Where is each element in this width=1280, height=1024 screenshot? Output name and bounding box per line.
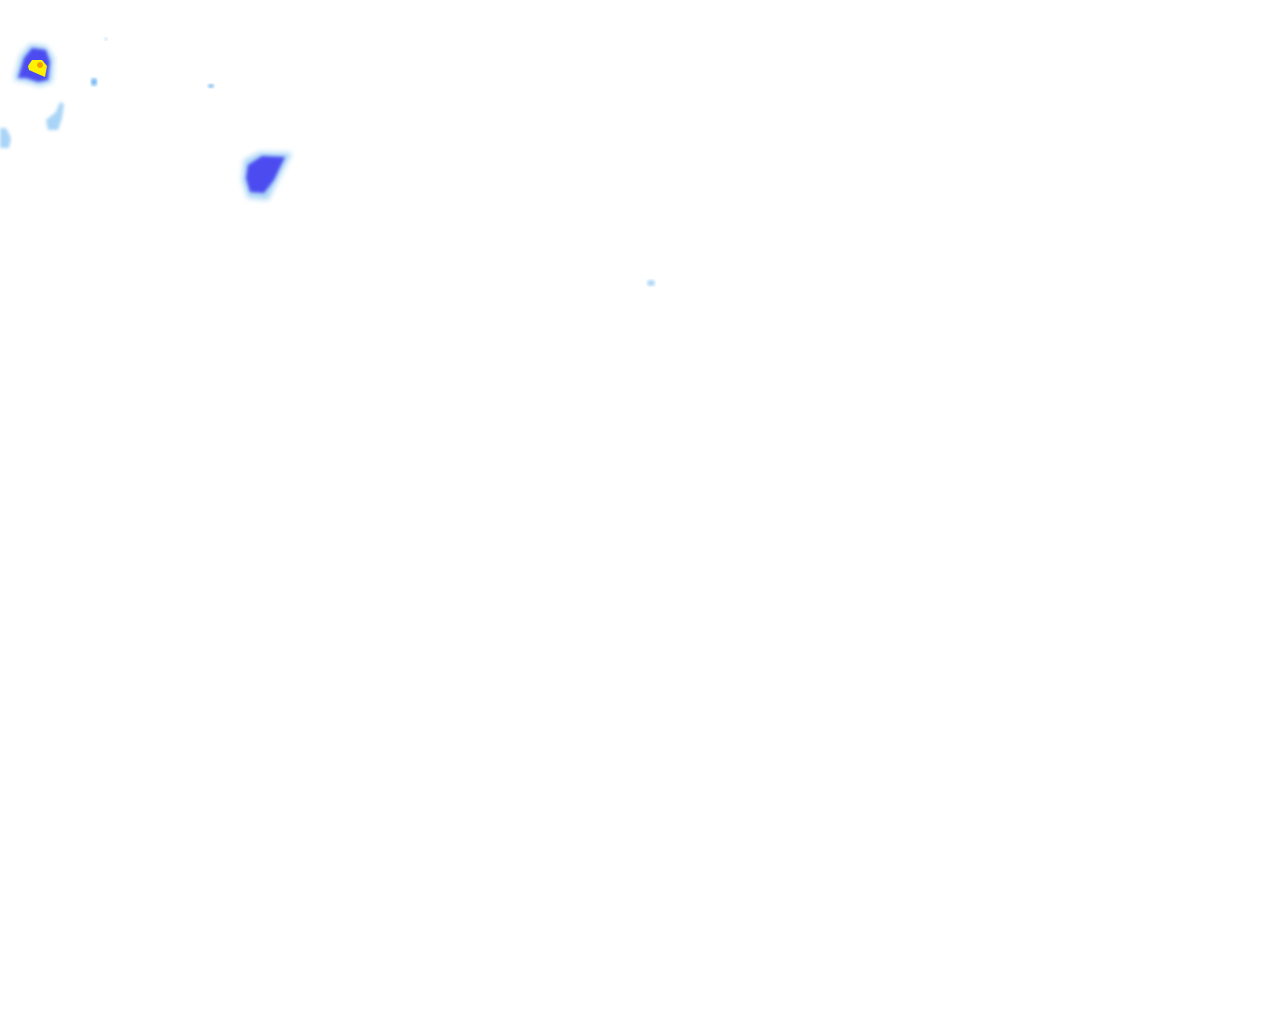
precip-speckles	[0, 37, 655, 286]
precip-cell-northwest	[14, 44, 54, 86]
precip-cell-large	[242, 152, 292, 200]
